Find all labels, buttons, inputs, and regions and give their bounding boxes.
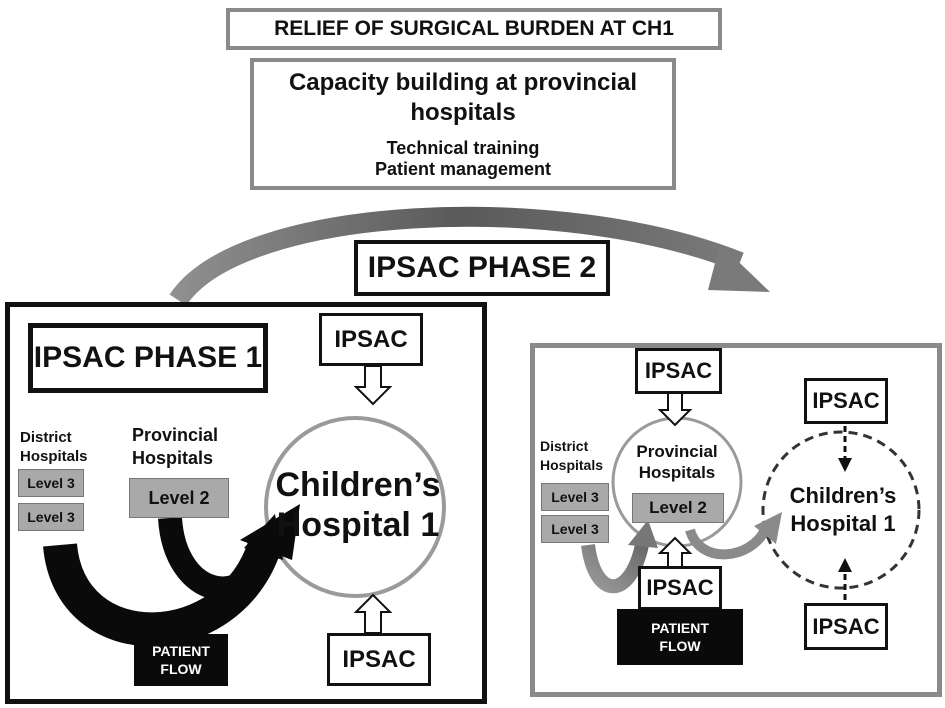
level-text: Level 2	[148, 487, 210, 508]
phase2-ipsac-ch-bottom: IPSAC	[804, 603, 888, 650]
phase-transition-arrow	[169, 206, 744, 306]
hospital-name: Children’s Hospital 1	[789, 483, 897, 536]
phase1-provincial-label: Provincial Hospitals	[132, 425, 219, 468]
phase1-ch1-label: Children’s Hospital 1	[270, 445, 446, 565]
provincial-label-text: Provincial Hospitals	[636, 442, 718, 482]
level-text: Level 3	[27, 509, 75, 525]
phase1-district-level: Level 3	[18, 503, 84, 531]
phase1-label: IPSAC PHASE 1	[28, 323, 268, 393]
phase2-ch1-label: Children’s Hospital 1	[774, 470, 912, 550]
phase2-ipsac-provincial-top-arrow	[657, 391, 693, 427]
ipsac-label: IPSAC	[812, 388, 880, 413]
phase1-panel	[5, 302, 487, 704]
ipsac-label: IPSAC	[644, 358, 713, 383]
patient-flow-text: PATIENT FLOW	[152, 643, 210, 677]
phase2-ipsac-provincial-bottom-arrow	[657, 536, 693, 569]
phase2-ipsac-provincial-bottom: IPSAC	[638, 566, 722, 610]
capacity-item: Technical training	[386, 138, 540, 158]
phase2-patient-flow: PATIENT FLOW	[617, 609, 743, 665]
level-text: Level 2	[649, 498, 707, 517]
phase2-district-level: Level 3	[541, 515, 609, 543]
phase2-label: IPSAC PHASE 2	[354, 240, 610, 296]
level-text: Level 3	[27, 475, 75, 491]
phase1-ipsac-top-arrow	[353, 365, 393, 406]
phase1-ipsac-top: IPSAC	[319, 313, 423, 366]
phase2-provincial-level: Level 2	[632, 493, 724, 523]
phase1-ch1-circle	[264, 416, 446, 598]
capacity-item: Patient management	[374, 159, 552, 179]
phase2-panel	[530, 343, 942, 697]
phase2-district-label: District Hospitals	[540, 438, 604, 473]
phase-transition-arrowhead	[708, 244, 770, 292]
hospital-name: Children’s Hospital 1	[275, 466, 441, 544]
phase2-district-level: Level 3	[541, 483, 609, 511]
ipsac-label: IPSAC	[334, 325, 408, 353]
phase1-label-text: IPSAC PHASE 1	[33, 341, 263, 374]
capacity-box: Capacity building at provincial hospital…	[250, 58, 676, 190]
phase2-district-flow-arrow	[581, 543, 649, 594]
phase2-ipsac-ch-top: IPSAC	[804, 378, 888, 424]
phase1-district-level: Level 3	[18, 469, 84, 497]
level-text: Level 3	[551, 521, 599, 537]
phase2-provincial-label: Provincial Hospitals	[624, 441, 730, 483]
phase2-provincial-flow-arrow	[685, 527, 770, 560]
level-text: Level 3	[551, 489, 599, 505]
ipsac-label: IPSAC	[646, 575, 714, 600]
top-title: RELIEF OF SURGICAL BURDEN AT CH1	[274, 17, 674, 40]
capacity-title: Capacity building at provincial hospital…	[288, 69, 638, 126]
ipsac-label: IPSAC	[812, 613, 880, 639]
phase1-district-label: District Hospitals	[20, 429, 88, 465]
phase1-patient-flow: PATIENT FLOW	[134, 634, 228, 686]
ipsac-label: IPSAC	[342, 645, 416, 673]
patient-flow-text: PATIENT FLOW	[651, 620, 709, 654]
phase1-ipsac-bottom-arrow	[353, 593, 393, 634]
phase2-label-text: IPSAC PHASE 2	[367, 251, 597, 284]
phase1-provincial-flow-arrowhead	[244, 514, 283, 560]
phase1-ipsac-bottom: IPSAC	[327, 633, 431, 686]
phase1-provincial-level: Level 2	[129, 478, 229, 518]
phase1-provincial-flow-arrow	[158, 516, 274, 601]
phase2-ch1-circle	[761, 430, 921, 590]
phase2-ipsac-provincial-top: IPSAC	[635, 348, 722, 394]
top-title-box: RELIEF OF SURGICAL BURDEN AT CH1	[226, 8, 722, 50]
